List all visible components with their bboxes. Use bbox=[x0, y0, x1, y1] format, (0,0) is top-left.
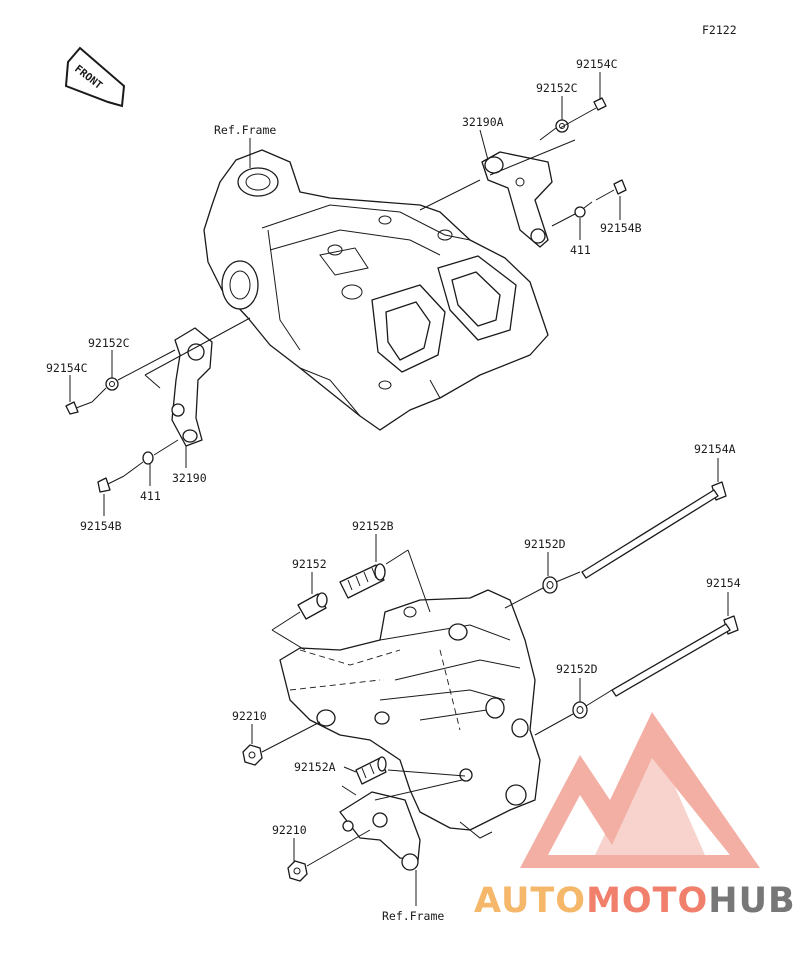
label-411-left: 411 bbox=[140, 489, 161, 503]
label-92154C-top: 92154C bbox=[576, 57, 618, 71]
label-92152C-top: 92152C bbox=[536, 81, 578, 95]
front-arrow-icon: FRONT bbox=[64, 46, 126, 108]
bolt-92154B-top bbox=[595, 179, 627, 201]
svg-text:AUTOMOTOHUB: AUTOMOTOHUB bbox=[474, 881, 796, 921]
label-92154B-left: 92154B bbox=[80, 519, 122, 533]
nut-92210-bottom bbox=[287, 860, 308, 882]
nut-92210-top bbox=[242, 744, 263, 766]
label-ref-frame-top: Ref.Frame bbox=[214, 123, 276, 137]
label-92152: 92152 bbox=[292, 557, 327, 571]
label-92152B: 92152B bbox=[352, 519, 394, 533]
collar-92152B bbox=[339, 563, 386, 599]
watermark-logo bbox=[520, 712, 760, 868]
label-92154: 92154 bbox=[706, 576, 741, 590]
label-92154C-left: 92154C bbox=[46, 361, 88, 375]
collar-92152A bbox=[355, 756, 387, 785]
label-32190A: 32190A bbox=[462, 115, 504, 129]
watermark-hub: HUB bbox=[708, 881, 795, 921]
upper-leaders bbox=[69, 72, 621, 516]
bracket-32190 bbox=[171, 327, 213, 447]
engine-crankcase bbox=[279, 589, 541, 871]
label-92210-top: 92210 bbox=[232, 709, 267, 723]
label-92210-bottom: 92210 bbox=[272, 823, 307, 837]
main-frame bbox=[203, 149, 549, 431]
collar-92152D-mid bbox=[572, 701, 588, 719]
label-32190: 32190 bbox=[172, 471, 207, 485]
watermark-moto: MOTO bbox=[586, 881, 708, 921]
washer-92152C-left bbox=[105, 377, 119, 391]
label-92152C-left: 92152C bbox=[88, 336, 130, 350]
bolt-92154C-left bbox=[65, 401, 93, 415]
bolt-92154C-top bbox=[577, 97, 607, 119]
collar-92152D-top bbox=[542, 576, 558, 594]
label-92152D-mid: 92152D bbox=[556, 662, 598, 676]
watermark-brand: AUTOMOTOHUB bbox=[474, 881, 796, 921]
label-ref-frame-bottom: Ref.Frame bbox=[382, 909, 444, 923]
bolt-92154B-left bbox=[97, 475, 125, 493]
callout-labels: 92154C 92152C 32190A Ref.Frame 92154B 41… bbox=[46, 57, 741, 923]
label-92154A: 92154A bbox=[694, 442, 736, 456]
lower-leaders bbox=[251, 458, 729, 906]
bolt-92154 bbox=[611, 615, 739, 697]
label-92152A: 92152A bbox=[294, 760, 336, 774]
washer-92152C-top bbox=[555, 119, 569, 133]
washer-411-left bbox=[142, 451, 154, 465]
label-411-top: 411 bbox=[570, 243, 591, 257]
watermark-auto: AUTO bbox=[474, 881, 586, 921]
bracket-32190A bbox=[481, 151, 553, 248]
label-92154B-top: 92154B bbox=[600, 221, 642, 235]
label-92152D-top: 92152D bbox=[524, 537, 566, 551]
bolt-92154A bbox=[581, 481, 727, 579]
figure-code: F2122 bbox=[702, 23, 737, 37]
collar-92152 bbox=[297, 592, 328, 620]
washer-411-top bbox=[574, 206, 586, 218]
